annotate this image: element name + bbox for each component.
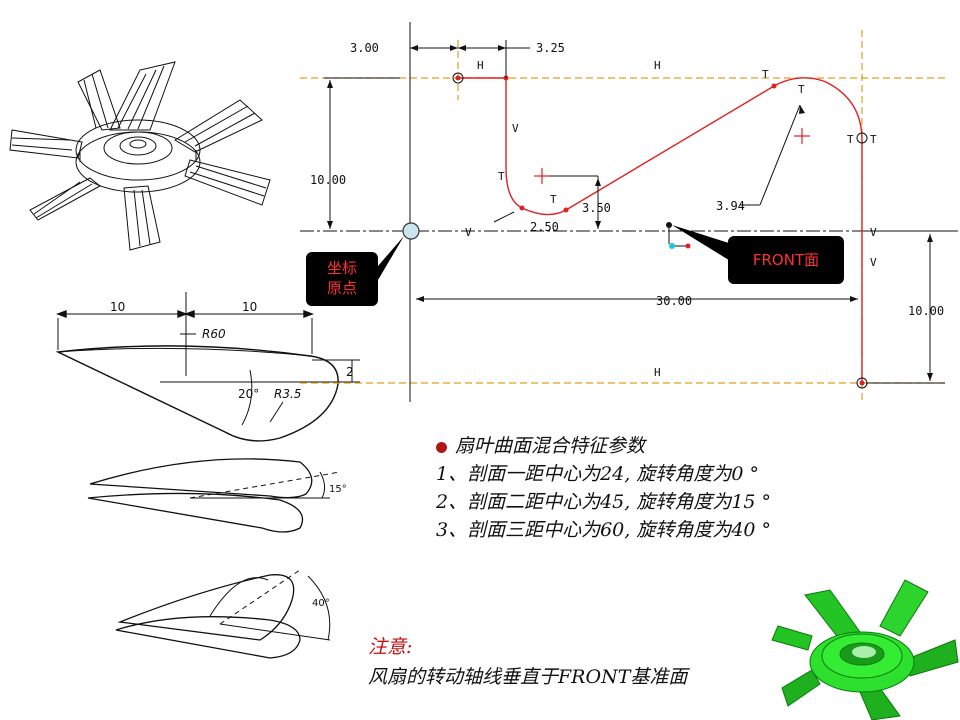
airfoil-radius-big: R60 [202, 327, 226, 341]
dim-10-00-right: 10.00 [908, 304, 944, 318]
front-plane-marker [666, 222, 691, 249]
note-title: 注意: [368, 636, 413, 658]
constraint-v-left-segment: V [512, 122, 519, 135]
blend-view-40 [115, 569, 331, 659]
front-tag-pointer [672, 225, 732, 262]
airfoil-angle: 20° [238, 387, 259, 401]
blend-angle-40: 40° [312, 598, 330, 609]
dim-10-00-left: 10.00 [310, 173, 346, 187]
dim-2-50: 2.50 [530, 220, 559, 234]
airfoil-dim-left: 10 [110, 300, 125, 314]
airfoil-outline [55, 345, 339, 442]
constraint-v-axis: V [465, 226, 472, 239]
airfoil-thickness: 2 [346, 365, 354, 379]
airfoil-dim-right: 10 [242, 300, 257, 314]
sketch-axes [300, 22, 960, 402]
dim-3-94: 3.94 [716, 199, 745, 213]
bullet-icon [436, 441, 447, 453]
constraint-t-3: T [762, 68, 769, 81]
params-item-1: 1、剖面一距中心为24, 旋转角度为0 ° [436, 463, 759, 485]
airfoil-section-drawing [55, 292, 360, 442]
params-heading: 扇叶曲面混合特征参数 [455, 435, 646, 457]
constraint-h-top-left: H [477, 59, 484, 72]
params-item-2: 2、剖面二距中心为45, 旋转角度为15 ° [436, 491, 772, 513]
coordinate-origin-tag: 坐标 原点 [306, 252, 378, 306]
constraint-t-5: T [847, 133, 854, 146]
blend-angle-15: 15° [329, 484, 347, 495]
blade-profile-curve [458, 77, 863, 383]
wireframe-fan-illustration [9, 61, 271, 251]
constraint-t-2: T [550, 193, 557, 206]
dim-3-25: 3.25 [536, 41, 565, 55]
constraint-t-6: T [870, 133, 877, 146]
origin-tag-pointer [378, 236, 404, 280]
green-fan-render [771, 579, 959, 720]
constraint-h-bottom: H [654, 366, 661, 379]
note-text: 风扇的转动轴线垂直于FRONT基准面 [368, 666, 688, 688]
constraint-h-top: H [654, 59, 661, 72]
blend-parameters: 扇叶曲面混合特征参数 1、剖面一距中心为24, 旋转角度为0 ° 2、剖面二距中… [436, 432, 771, 544]
reference-lines [300, 30, 945, 400]
dimension-lines [324, 40, 945, 384]
dim-30-00: 30.00 [656, 294, 692, 308]
note-block: 注意: 风扇的转动轴线垂直于FRONT基准面 [368, 632, 687, 692]
constraint-t-1: T [498, 170, 505, 183]
dim-3-00: 3.00 [350, 41, 379, 55]
origin-tag-line1: 坐标 [326, 259, 357, 277]
front-plane-tag: FRONT面 [728, 236, 844, 284]
params-heading-row: 扇叶曲面混合特征参数 [436, 432, 771, 460]
origin-tag-line2: 原点 [326, 279, 357, 297]
dim-3-50: 3.50 [582, 201, 611, 215]
constraint-v-axis-right: V [870, 226, 877, 239]
constraint-v-right-segment: V [870, 256, 877, 269]
coordinate-origin-marker [402, 222, 420, 240]
params-item-3: 3、剖面三距中心为60, 旋转角度为40 ° [436, 519, 772, 541]
dimension-arrows [327, 45, 933, 381]
airfoil-radius-small: R3.5 [274, 387, 301, 401]
blend-view-15 [87, 458, 341, 533]
constraint-t-4: T [798, 83, 805, 96]
